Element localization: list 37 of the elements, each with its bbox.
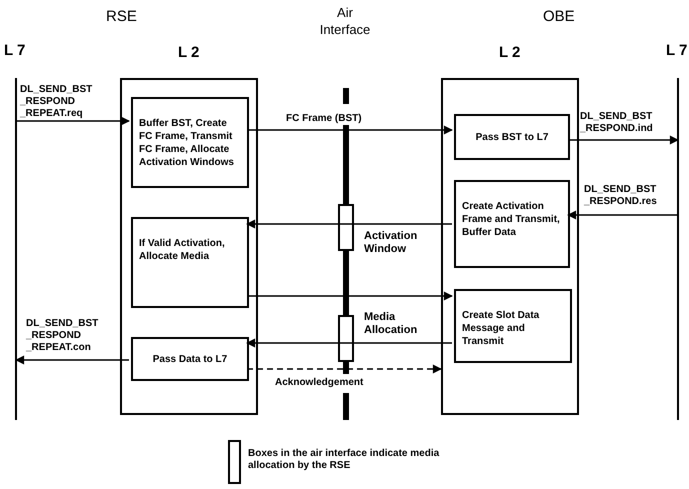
edge-label: Acknowledgement (275, 377, 364, 389)
process-box (131, 337, 249, 381)
layer-heading: L 2 (499, 44, 520, 61)
layer-heading: L 7 (4, 42, 26, 59)
edge-label: DL_SEND_BST _RESPOND _REPEAT.req (20, 84, 94, 120)
layer-heading: L 2 (178, 44, 200, 61)
allocation-label: Activation Window (364, 230, 418, 256)
edge-label: DL_SEND_BST _RESPOND.res (584, 184, 658, 208)
arrow (246, 220, 452, 228)
process-text: Pass BST to L7 (476, 130, 548, 144)
process-box (454, 180, 570, 268)
arrow (247, 364, 442, 374)
process-text: Buffer BST, Create FC Frame, Transmit FC Frame, Allocate Activation Windows (139, 117, 235, 169)
arrow (246, 338, 452, 348)
arrow (568, 136, 679, 144)
air-interface-heading: Air Interface (312, 4, 378, 42)
arrow (15, 356, 129, 364)
section-heading: RSE (106, 8, 137, 25)
process-box (131, 217, 249, 308)
arrow (247, 126, 453, 134)
arrow (567, 210, 678, 220)
layer-heading: L 7 (666, 42, 688, 59)
process-text: Create Activation Frame and Transmit, Buffer Data (462, 200, 561, 239)
edge-label: DL_SEND_BST _RESPOND.ind (580, 111, 654, 135)
process-box (454, 289, 572, 363)
process-box (454, 114, 570, 160)
section-heading: OBE (543, 8, 575, 25)
legend-text: Boxes in the air interface indicate media allocation by the RSE (248, 448, 440, 472)
edge-label: DL_SEND_BST _RESPOND _REPEAT.con (26, 318, 100, 354)
edge-label: FC Frame (BST) (286, 113, 362, 125)
process-text: If Valid Activation, Allocate Media (139, 237, 226, 263)
process-box (131, 97, 249, 188)
allocation-label: Media Allocation (364, 311, 418, 337)
process-text: Create Slot Data Message and Transmit (462, 309, 540, 348)
arrow (16, 116, 130, 126)
arrow (247, 292, 453, 300)
process-text: Pass Data to L7 (152, 352, 228, 366)
